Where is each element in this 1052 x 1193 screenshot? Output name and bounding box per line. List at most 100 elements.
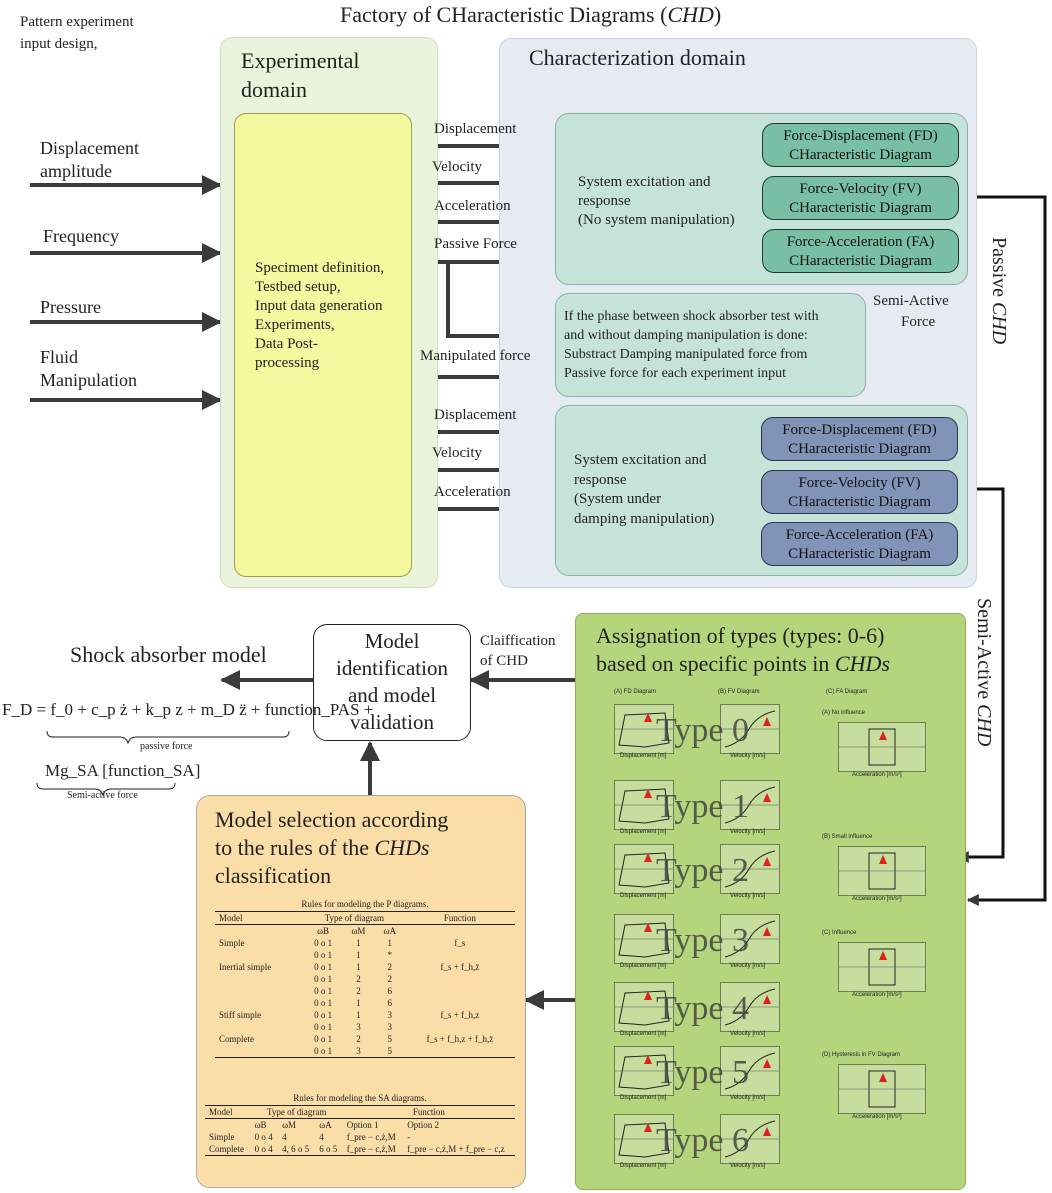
fa-axis-label: Acceleration [m/s²] — [852, 992, 902, 998]
fd-axis-label: Displacement [m] — [620, 963, 667, 969]
p-rule-cell: 3 — [387, 1010, 392, 1020]
sa-rules-table: Rules for modeling the SA diagrams. Mode… — [205, 1093, 515, 1156]
phase-line: and without damping manipulation is done… — [564, 328, 808, 343]
phase-line: Passive force for each experiment input — [564, 366, 786, 381]
p-rule-cell: 6 — [387, 986, 392, 996]
p-rule-cell: 0 o 1 — [314, 998, 333, 1008]
semi-active-force-label: Semi-Active Force — [873, 291, 949, 333]
pattern-label: Pattern experiment input design, — [20, 14, 134, 52]
semi-active-caption: Semi-active force — [67, 790, 138, 801]
pill-line: Force-Velocity (FV) — [798, 475, 921, 491]
sa-subth: Option 1 — [346, 1120, 379, 1130]
red-arrow-icon — [763, 1059, 771, 1068]
sa-rule-cell: 0 o 4 — [254, 1132, 273, 1142]
red-arrow-icon — [644, 713, 652, 722]
fd-axis-label: Displacement [m] — [620, 1095, 667, 1101]
class-line: of CHD — [480, 653, 528, 669]
yellow-line: processing — [255, 355, 320, 371]
passive-force-caption: passive force — [140, 741, 193, 752]
p-rules-title: Rules for modeling the P diagrams. — [301, 899, 429, 909]
panel-header-fv: (B) FV Diagram — [718, 689, 760, 695]
title-text: Factory of CHaracteristic Diagrams ( — [340, 2, 668, 27]
p-rule-cell: 0 o 1 — [314, 938, 333, 948]
curve-path — [868, 1070, 896, 1108]
fv-axis-label: Velocity [m/s] — [730, 893, 766, 899]
panel-header-fd: (A) FD Diagram — [614, 689, 657, 695]
semi-active-chd-label: Semi-Active CHD — [972, 598, 995, 746]
p-rule-cell: 2 — [356, 974, 361, 984]
fd-panel-1-curve — [615, 788, 673, 824]
p-rule-cell: f_s + f_h,z + f_h,z̈ — [426, 1034, 494, 1044]
fv-axis-label: Velocity [m/s] — [730, 1031, 766, 1037]
p-rule-cell: 6 — [387, 998, 392, 1008]
sa-rule-cell: - — [407, 1132, 411, 1142]
p-rule-cell: * — [387, 950, 392, 960]
p-rule-cell: 2 — [387, 974, 392, 984]
signal-label: Velocity — [432, 445, 482, 461]
fa-panel-2 — [838, 942, 926, 992]
fa-sub-label-0: (A) No influence — [822, 710, 866, 716]
fv-panel-0-curve — [721, 710, 779, 748]
model-id-line: validation — [350, 710, 434, 734]
red-arrow-icon — [644, 1055, 652, 1064]
p-rules-table: Rules for modeling the P diagrams. Model… — [215, 899, 515, 1058]
p-rule-cell: f_s + f_h,z — [440, 1010, 480, 1020]
p-rule-cell — [405, 985, 515, 997]
model-id-line: identification — [336, 656, 448, 680]
p-subth: ωB — [317, 926, 330, 936]
pill-line: CHaracteristic Diagram — [789, 200, 932, 216]
p-th: Model — [219, 913, 243, 923]
p-rule-cell: 0 o 1 — [314, 1010, 333, 1020]
p-rule-cell: 5 — [387, 1046, 392, 1056]
pill-line: Force-Velocity (FV) — [799, 181, 922, 197]
fa-panel-3 — [838, 1064, 926, 1114]
title-chd: CHD — [667, 2, 714, 27]
yellow-line: Data Post- — [255, 336, 318, 352]
model-id-line: Model — [364, 629, 420, 653]
pill-line: CHaracteristic Diagram — [788, 441, 931, 457]
red-arrow-icon — [879, 951, 887, 960]
panel-header-fa: (C) FA Diagram — [826, 689, 868, 695]
p-rule-cell — [405, 1045, 515, 1057]
assign-line: Assignation of types (types: 0-6) — [596, 623, 885, 648]
fa-panel-1-curve — [839, 852, 925, 890]
p-rule-cell: Stiff simple — [219, 1010, 262, 1020]
curve-path — [618, 990, 670, 1026]
p-rule-cell: 1 — [356, 962, 361, 972]
assign-line: based on specific points in — [596, 651, 835, 676]
sa-chd-italic: CHD — [973, 704, 995, 747]
signal-label: Displacement — [434, 121, 517, 137]
red-arrow-icon — [879, 1073, 887, 1082]
p-subth: ωM — [351, 926, 366, 936]
ms-chd: CHDs — [374, 835, 430, 860]
red-arrow-icon — [763, 793, 771, 802]
fd-axis-label: Displacement [m] — [620, 893, 667, 899]
yellow-line: Testbed setup, — [255, 279, 341, 295]
fv-panel-2 — [720, 844, 780, 894]
p-rule-cell: Complete — [219, 1034, 254, 1044]
sa-rule-cell: 0 o 4 — [254, 1144, 273, 1154]
page-title: Factory of CHaracteristic Diagrams (CHD) — [340, 2, 721, 28]
pill-line: CHaracteristic Diagram — [789, 147, 932, 163]
red-arrow-icon — [763, 717, 771, 726]
passive-chd-label: Passive CHD — [987, 237, 1010, 344]
p-rule-cell: Inertial simple — [219, 962, 272, 972]
fd-panel-3-curve — [615, 922, 673, 958]
formula-main: F_D = f_0 + c_p ż + k_p z + m_D z̈ + fun… — [2, 700, 374, 719]
fa-axis-label: Acceleration [m/s²] — [852, 896, 902, 902]
sa-rule-cell: Simple — [209, 1132, 235, 1142]
curve-path — [618, 852, 670, 888]
red-arrow-icon — [879, 855, 887, 864]
type-label-6: Type 6 — [656, 1122, 749, 1159]
fv-panel-6 — [720, 1114, 780, 1164]
experimental-domain-title: Experimental domain — [241, 48, 360, 102]
fv-panel-1-curve — [721, 786, 779, 824]
passive-line: System excitation and — [578, 174, 711, 190]
sa-th: Type of diagram — [266, 1107, 327, 1117]
fv-panel-4 — [720, 982, 780, 1032]
signal-label: Displacement — [434, 407, 517, 423]
